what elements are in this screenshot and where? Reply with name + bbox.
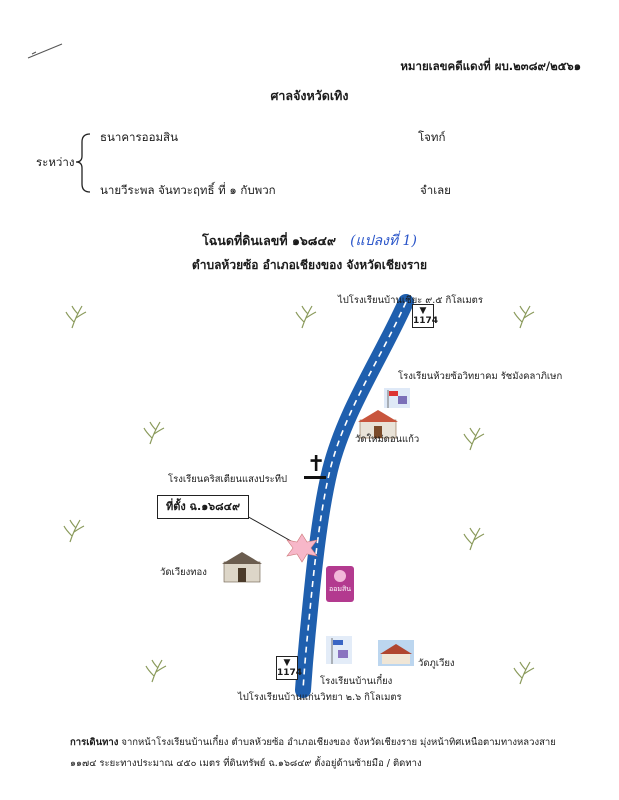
location-star-icon: [286, 533, 318, 563]
rice-plant-icon: [463, 527, 485, 551]
case-number: หมายเลขคดีแดงที่ ผบ.๒๓๘๙/๒๕๖๑: [400, 59, 581, 73]
directions-note: การเดินทาง จากหน้าโรงเรียนบ้านเกี๋ยง ตำบ…: [70, 732, 590, 774]
school-baan-kiang-label: โรงเรียนบ้านเกี๋ยง: [320, 676, 393, 687]
plaintiff-role: โจทก์: [418, 130, 446, 144]
rice-plant-icon: [513, 305, 535, 329]
gsb-bank-logo: ออมสิน: [326, 566, 354, 602]
north-destination-label: ไปโรงเรียนบ้านเชียะ ๙.๕ กิโลเมตร: [338, 295, 483, 306]
temple-mai-don-kaew-label: วัดใหม่ดอนแก้ว: [355, 434, 420, 445]
rice-plant-icon: [143, 421, 165, 445]
site-label-box: ที่ตั้ง ฉ.๑๖๘๔๙: [157, 495, 249, 519]
between-label: ระหว่าง: [36, 155, 75, 169]
temple-wiang-thong-label: วัดเวียงทอง: [160, 567, 207, 578]
temple-icon: [222, 552, 262, 583]
school-flag-icon: [326, 636, 352, 664]
directions-heading: การเดินทาง: [70, 737, 119, 748]
temple-icon: [378, 640, 414, 666]
rice-plant-icon: [145, 659, 167, 683]
directions-line1: จากหน้าโรงเรียนบ้านเกี๋ยง ตำบลห้วยซ้อ อำ…: [121, 737, 556, 748]
rice-plant-icon: [463, 427, 485, 451]
rice-plant-icon: [65, 305, 87, 329]
pen-mark-icon: [27, 43, 63, 59]
school-huaisor-label: โรงเรียนห้วยซ้อวิทยาคม รัชมังคลาภิเษก: [398, 371, 563, 382]
defendant-role: จำเลย: [420, 183, 451, 197]
highway-shield-icon: ▼1174: [276, 656, 303, 680]
deed-title-line: โฉนดที่ดินเลขที่ ๑๖๘๔๙ (แปลงที่ 1): [0, 230, 619, 252]
court-name: ศาลจังหวัดเทิง: [270, 88, 349, 103]
christian-school-label: โรงเรียนคริสเตียนแสงประทีป: [168, 474, 288, 485]
plaintiff-name: ธนาคารออมสิน: [100, 130, 178, 144]
handwritten-note: (แปลงที่ 1): [350, 233, 417, 249]
highway-shield-icon: ▼1174: [412, 304, 439, 328]
deed-title: โฉนดที่ดินเลขที่ ๑๖๘๔๙: [202, 233, 337, 248]
rice-plant-icon: [513, 661, 535, 685]
directions-line2: ๑๑๗๔ ระยะทางประมาณ ๔๕๐ เมตร ที่ดินทรัพย์…: [70, 758, 422, 769]
location-map: [63, 294, 535, 698]
highway-1174-road: [295, 294, 414, 698]
rice-plant-icon: [63, 519, 85, 543]
temple-phu-wiang-label: วัดภูเวียง: [418, 658, 455, 669]
brace-icon: [75, 133, 91, 193]
rice-plant-icon: [295, 305, 317, 329]
temple-icon: [358, 410, 398, 439]
school-flag-icon: [384, 388, 410, 408]
south-destination-label: ไปโรงเรียนบ้านแก่นวิทยา ๒.๖ กิโลเมตร: [238, 692, 402, 703]
defendant-name: นายวีระพล จันทวะฤทธิ์ ที่ ๑ กับพวก: [100, 183, 276, 197]
church-cross-icon: ✝: [307, 452, 326, 477]
deed-location: ตำบลห้วยซ้อ อำเภอเชียงของ จังหวัดเชียงรา…: [191, 258, 428, 272]
